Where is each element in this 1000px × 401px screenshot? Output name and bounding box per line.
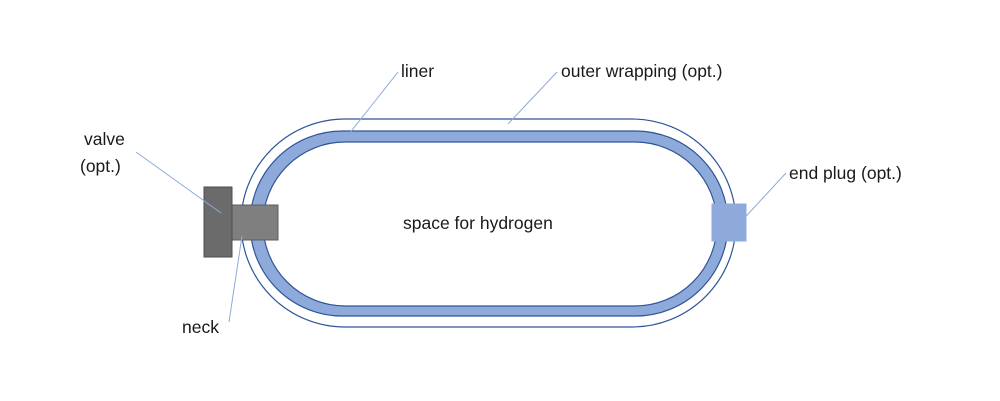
hydrogen-space-label: space for hydrogen — [403, 213, 553, 233]
end-plug-label: end plug (opt.) — [789, 163, 902, 183]
valve-leader-line — [135, 151, 222, 214]
end-plug-leader-line — [737, 172, 787, 226]
outer-wrapping-leader-line — [507, 71, 558, 125]
liner-leader-line — [348, 71, 399, 135]
neck-label: neck — [182, 317, 219, 337]
valve-label-line1: valve — [84, 129, 125, 149]
valve-label-line2: (opt.) — [80, 156, 121, 176]
neck-leader-line — [228, 235, 243, 323]
liner-label: liner — [401, 61, 434, 81]
outer-wrapping-label: outer wrapping (opt.) — [561, 61, 722, 81]
neck-shape — [231, 204, 279, 241]
valve-shape — [203, 186, 233, 258]
